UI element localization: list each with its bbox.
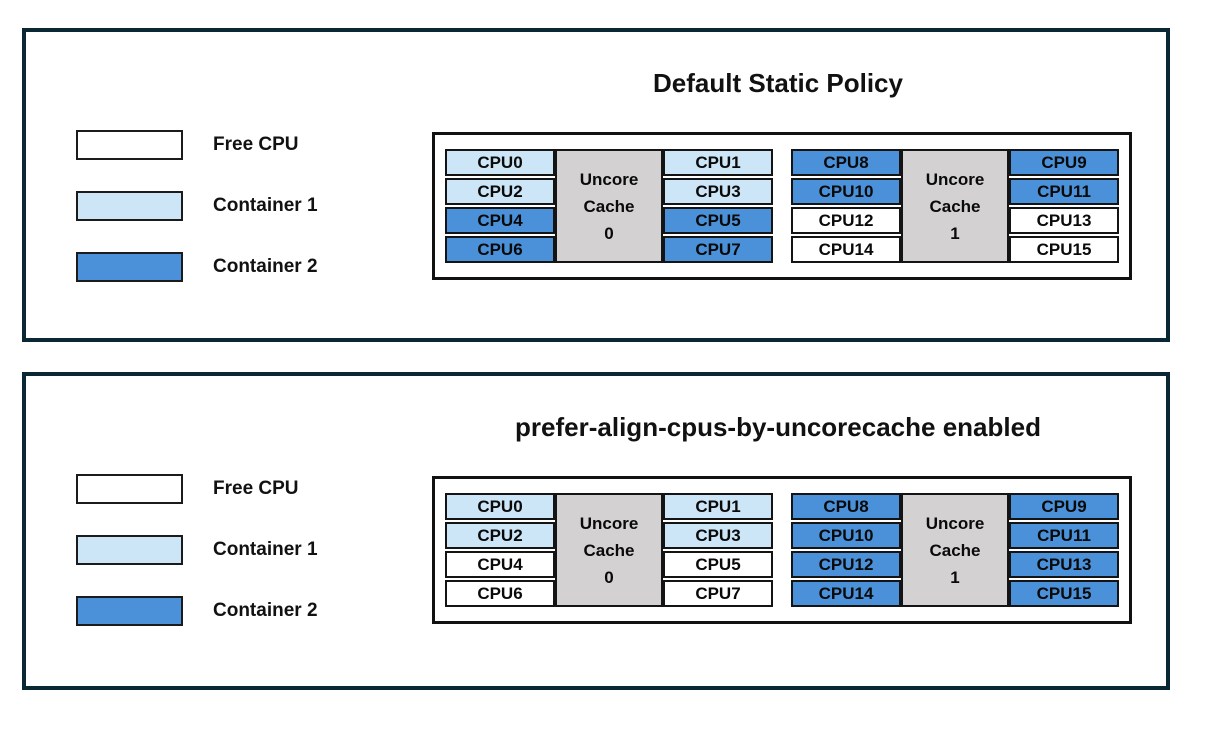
cpu-cell: CPU10 bbox=[791, 178, 901, 205]
cpu-cell: CPU6 bbox=[445, 236, 555, 263]
legend-swatch-container2 bbox=[76, 596, 183, 626]
legend-label: Free CPU bbox=[213, 134, 299, 155]
cpu-cell: CPU0 bbox=[445, 493, 555, 520]
cpu-cell: CPU6 bbox=[445, 580, 555, 607]
uncore-cache-label-line: 1 bbox=[950, 567, 960, 587]
legend-label: Container 2 bbox=[213, 600, 318, 621]
legend-item: Container 1 bbox=[76, 191, 318, 221]
legend-swatch-container1 bbox=[76, 191, 183, 221]
uncore-cache-label-line: Uncore bbox=[925, 169, 985, 189]
cpu-cell: CPU7 bbox=[663, 580, 773, 607]
cpu-cell: CPU4 bbox=[445, 551, 555, 578]
legend-swatch-free bbox=[76, 474, 183, 504]
cpu-cell: CPU9 bbox=[1009, 149, 1119, 176]
cpu-cell: CPU2 bbox=[445, 522, 555, 549]
legend: Free CPU Container 1 Container 2 bbox=[76, 130, 318, 282]
legend-item: Free CPU bbox=[76, 474, 318, 504]
cpu-cell: CPU7 bbox=[663, 236, 773, 263]
cpu-cell: CPU11 bbox=[1009, 522, 1119, 549]
cpu-cell: CPU8 bbox=[791, 149, 901, 176]
uncore-cache-label-line: Cache bbox=[583, 540, 635, 560]
cpu-cell: CPU10 bbox=[791, 522, 901, 549]
uncore-cache-label-line: Uncore bbox=[925, 513, 985, 533]
cpu-cell: CPU15 bbox=[1009, 236, 1119, 263]
cpu-cell: CPU0 bbox=[445, 149, 555, 176]
legend-swatch-container2 bbox=[76, 252, 183, 282]
cpu-cell: CPU3 bbox=[663, 522, 773, 549]
uncore-cache-label-line: Cache bbox=[583, 196, 635, 216]
cpu-cell: CPU15 bbox=[1009, 580, 1119, 607]
cpu-cell: CPU13 bbox=[1009, 551, 1119, 578]
legend-label: Free CPU bbox=[213, 478, 299, 499]
cpu-cell: CPU4 bbox=[445, 207, 555, 234]
cpu-cell: CPU3 bbox=[663, 178, 773, 205]
uncore-cache-label-line: Uncore bbox=[579, 169, 639, 189]
uncore-cache-label-line: Cache bbox=[929, 540, 981, 560]
legend-item: Container 1 bbox=[76, 535, 318, 565]
uncore-cache-label-line: 0 bbox=[604, 223, 614, 243]
legend-item: Container 2 bbox=[76, 252, 318, 282]
cpu-cell: CPU12 bbox=[791, 551, 901, 578]
legend-label: Container 1 bbox=[213, 539, 318, 560]
cpu-cell: CPU8 bbox=[791, 493, 901, 520]
cpu-cell: CPU11 bbox=[1009, 178, 1119, 205]
panel-title: prefer-align-cpus-by-uncorecache enabled bbox=[515, 412, 1041, 442]
cpu-cell: CPU1 bbox=[663, 493, 773, 520]
cpu-cell: CPU5 bbox=[663, 207, 773, 234]
legend-item: Container 2 bbox=[76, 596, 318, 626]
uncore-cache-label-line: 0 bbox=[604, 567, 614, 587]
cpu-cell: CPU9 bbox=[1009, 493, 1119, 520]
legend-label: Container 2 bbox=[213, 256, 318, 277]
legend-swatch-free bbox=[76, 130, 183, 160]
cpu-cell: CPU13 bbox=[1009, 207, 1119, 234]
legend-label: Container 1 bbox=[213, 195, 318, 216]
panel-prefer-align-uncorecache: prefer-align-cpus-by-uncorecache enabled… bbox=[22, 372, 1170, 690]
legend-swatch-container1 bbox=[76, 535, 183, 565]
legend-item: Free CPU bbox=[76, 130, 318, 160]
cpu-cell: CPU1 bbox=[663, 149, 773, 176]
cpu-cell: CPU14 bbox=[791, 236, 901, 263]
panel-default-static-policy: Default Static Policy Free CPU Container … bbox=[22, 28, 1170, 342]
uncore-cache-label-line: Uncore bbox=[579, 513, 639, 533]
uncore-cache-label-line: 1 bbox=[950, 223, 960, 243]
panel-title: Default Static Policy bbox=[653, 68, 903, 98]
cpu-cell: CPU2 bbox=[445, 178, 555, 205]
uncore-cache-label-line: Cache bbox=[929, 196, 981, 216]
cpu-cell: CPU14 bbox=[791, 580, 901, 607]
cpu-cell: CPU12 bbox=[791, 207, 901, 234]
cpu-cell: CPU5 bbox=[663, 551, 773, 578]
legend: Free CPU Container 1 Container 2 bbox=[76, 474, 318, 626]
